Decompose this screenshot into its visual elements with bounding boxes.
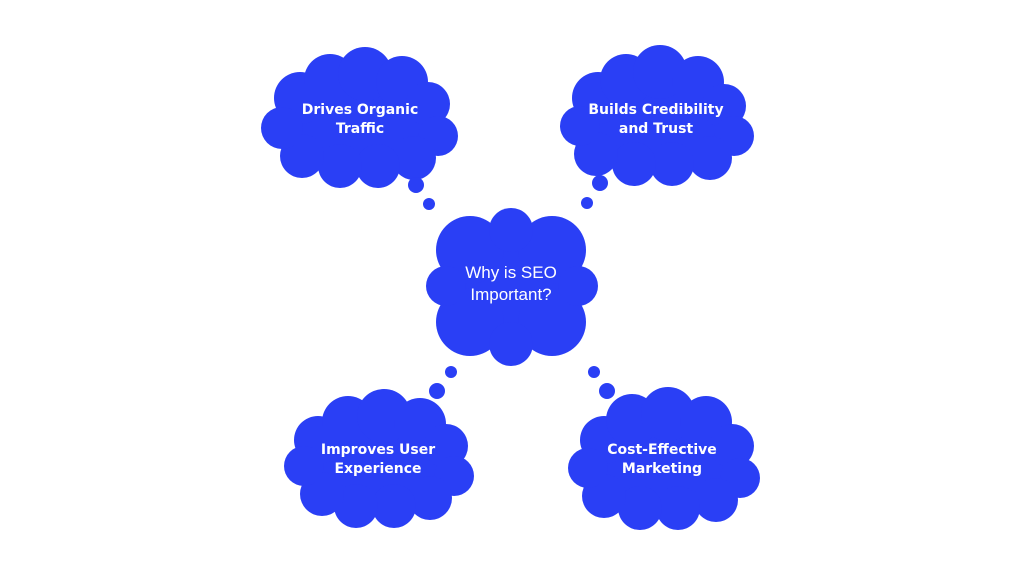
- node-label-drives-organic-traffic: Drives Organic Traffic: [301, 102, 419, 137]
- cloud-top-right: [560, 45, 754, 186]
- connector-dots-bottom-left: [429, 366, 457, 399]
- center-label-why-seo: Why is SEO Important?: [465, 262, 557, 304]
- node-label-builds-credibility: Builds Credibility and Trust: [588, 102, 724, 137]
- cloud-bottom-left: [284, 389, 474, 528]
- cloud-bottom-right: [568, 387, 760, 530]
- center-blob: [426, 208, 598, 366]
- connector-dots-bottom-right: [588, 366, 615, 399]
- node-label-improves-user-experience: Improves User Experience: [320, 442, 436, 477]
- connector-dots-top-right: [581, 175, 608, 209]
- node-label-cost-effective-marketing: Cost-Effective Marketing: [607, 442, 717, 477]
- cloud-top-left: [261, 47, 458, 188]
- connector-dots-top-left: [408, 177, 435, 210]
